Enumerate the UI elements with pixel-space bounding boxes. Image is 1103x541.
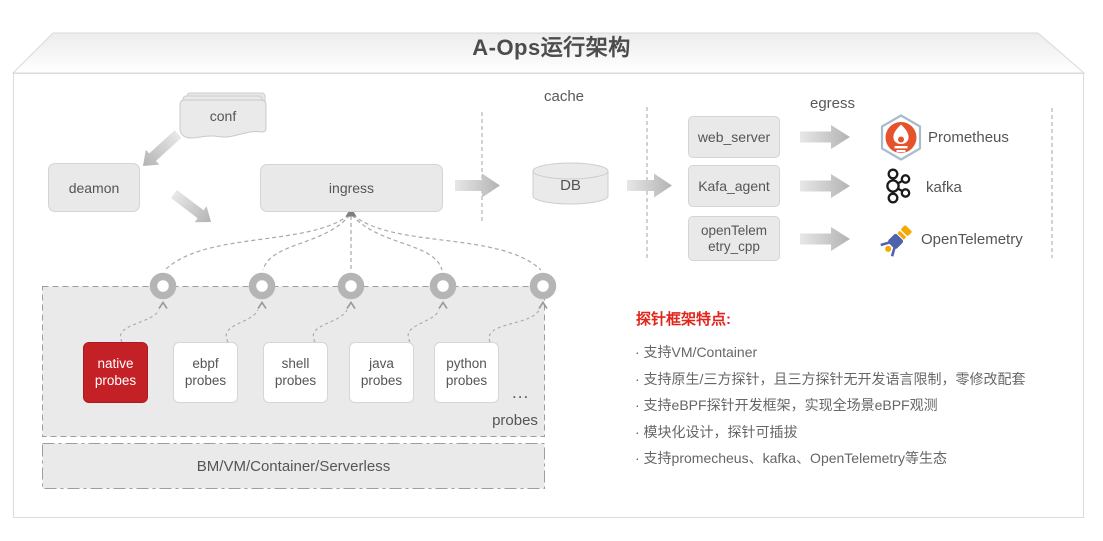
ingress-fan-curves — [164, 214, 542, 271]
probe-wavy-links — [119, 309, 540, 343]
ring-connectors — [149, 272, 557, 300]
cache-label: cache — [544, 88, 585, 105]
probe-native: native probes — [83, 342, 148, 403]
node-opentelemetry-cpp: openTelem etry_cpp — [688, 216, 780, 261]
kafka-icon — [886, 168, 911, 204]
page-title: A-Ops运行架构 — [472, 35, 631, 60]
platform-label: BM/VM/Container/Serverless — [196, 457, 391, 475]
probe-python: python probes — [434, 342, 499, 403]
feature-bullet: · 支持原生/三方探针，且三方探针无开发语言限制，零修改配套 — [635, 370, 1026, 387]
egress-label: egress — [810, 95, 856, 112]
feature-bullet: · 支持eBPF探针开发框架，实现全场景eBPF观测 — [635, 397, 938, 413]
probe-link-arrowheads — [158, 301, 548, 309]
features-heading: 探针框架特点: — [636, 311, 731, 328]
feature-bullet: · 支持VM/Container — [635, 344, 758, 360]
node-deamon: deamon — [48, 163, 140, 212]
endpoint-kafka-label: kafka — [926, 179, 962, 196]
node-web-server: web_server — [688, 116, 780, 158]
probes-ellipsis: ... — [512, 383, 530, 402]
prometheus-icon — [880, 114, 922, 161]
node-conf: conf — [209, 108, 237, 124]
node-kafa-agent: Kafa_agent — [688, 165, 780, 207]
features-list: · 支持VM/Container · 支持原生/三方探针，且三方探针无开发语言限… — [635, 339, 1065, 472]
probe-ebpf: ebpf probes — [173, 342, 238, 403]
endpoint-opentelemetry-label: OpenTelemetry — [921, 231, 1023, 248]
feature-bullet: · 模块化设计，探针可插拔 — [635, 423, 798, 440]
node-ingress: ingress — [260, 164, 443, 212]
endpoint-prometheus-label: Prometheus — [928, 129, 1009, 146]
probes-group-label: probes — [492, 412, 538, 429]
probe-java: java probes — [349, 342, 414, 403]
probe-shell: shell probes — [263, 342, 328, 403]
opentelemetry-icon — [880, 225, 912, 257]
feature-bullet: · 支持promecheus、kafka、OpenTelemetry等生态 — [635, 450, 947, 466]
node-db: DB — [560, 176, 581, 194]
